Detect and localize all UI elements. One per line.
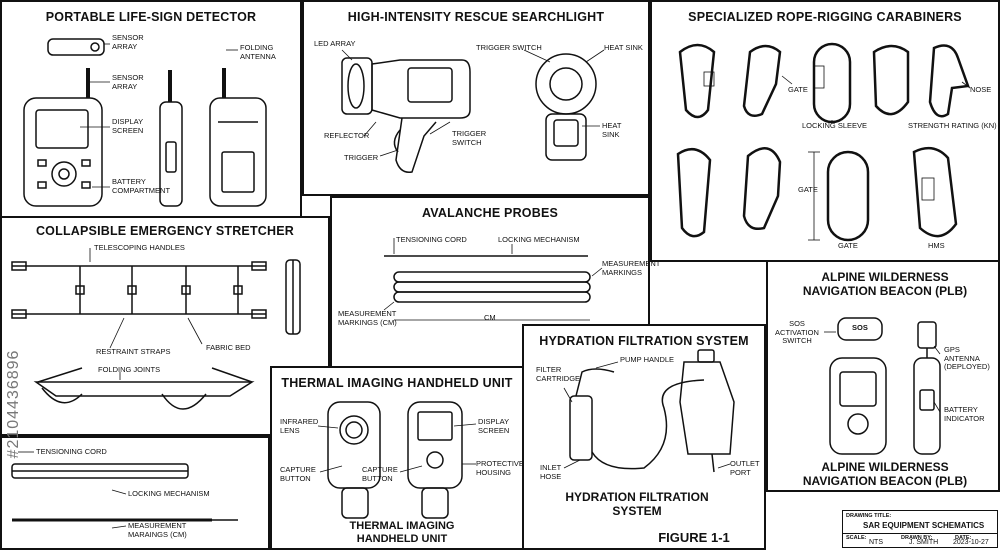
probe-detail-drawing [11,451,238,529]
label-display-screen: DISPLAY SCREEN [112,117,144,135]
label-heat-sink: HEAT SINK [604,43,643,52]
sos-button-text: SOS [852,323,868,332]
figure-label: FIGURE 1-1 [658,530,730,545]
label-gate: GATE [788,85,808,94]
date-value: 2023-10-27 [953,539,989,546]
label-filter-cartridge: FILTER CARTRIDGE [536,365,581,383]
label-battery-compartment: BATTERY COMPARTMENT [112,177,171,195]
label-scale: SCALE: [846,535,867,541]
thermal-caption: THERMAL IMAGING HANDHELD UNIT [349,520,455,545]
label-folding-joints: FOLDING JOINTS [98,365,161,374]
drawn-by-value: J. SMITH [909,539,939,546]
label-trigger-switch: TRIGGER SWITCH [476,43,542,52]
panel-title: SPECIALIZED ROPE-RIGGING CARABINERS [688,10,962,24]
avalanche-drawing [383,238,603,321]
label-date: DATE: [955,535,972,541]
label-nose: NOSE [970,85,992,94]
label-sensor-array: SENSOR ARRAY [112,33,144,51]
label-reflector: REFLECTOR [324,131,370,140]
searchlight-drawing [341,49,605,173]
label-trigger-switch: TRIGGER SWITCH [452,129,487,147]
carabiners-drawing [676,42,971,242]
stretcher-drawing [11,248,301,410]
panel-title: THERMAL IMAGING HANDHELD UNIT [281,376,513,390]
label-locking-mechanism: LOCKING MECHANISM [498,235,580,244]
panel-title: AVALANCHE PROBES [421,206,559,220]
label-telescoping-handles: TELESCOPING HANDLES [94,243,185,252]
scale-value: NTS [869,539,883,546]
panel-life-sign-detector: PORTABLE LIFE-SIGN DETECTOR SENS [0,0,302,218]
label-protective-housing: PROTECTIVE HOUSING [476,459,524,477]
label-measurement-cm: MEASUREMENT MARKINGS (CM) [338,309,397,327]
label-locking-mechanism: LOCKING MECHANISM [128,489,210,498]
label-sos-activation-switch: SOS ACTIVATION SWITCH [775,319,819,345]
panel-hydration-filtration: HYDRATION FILTRATION SYSTEM FILTER CARTR… [522,324,766,550]
hydration-caption: HYDRATION FILTRATION SYSTEM [565,490,709,518]
life-sign-drawing [23,38,267,207]
thermal-drawing [317,401,477,519]
label-battery-indicator: BATTERY INDICATOR [944,405,985,423]
panel-title: COLLAPSIBLE EMERGENCY STRETCHER [35,224,295,238]
label-drawn-by: DRAWN BY: [901,535,933,541]
panel-alpine-beacon: ALPINE WILDERNESS NAVIGATION BEACON (PLB… [766,260,1000,492]
label-outlet-port: OUTLET PORT [730,459,760,477]
label-folding-antenna: FOLDING ANTENNA [240,43,276,61]
label-measurement-markings: MEASUREMENT MARKINGS [602,259,661,277]
label-strength-rating: STRENGTH RATING (KN) [908,121,997,130]
label-infrared-lens: INFRARED LENS [280,417,319,435]
panel-title: HIGH-INTENSITY RESCUE SEARCHLIGHT [347,10,605,24]
watermark-text: #2104436896 [5,349,22,459]
hydration-drawing [563,349,735,473]
label-gps-antenna: GPS ANTENNA (DEPLOYED) [944,345,990,371]
panel-title: PORTABLE LIFE-SIGN DETECTOR [45,10,257,24]
label-capture-button: CAPTURE BUTTON [280,465,316,483]
panel-thermal-imaging: THERMAL IMAGING HANDHELD UNIT INFRARED L… [270,366,524,550]
label-gate: GATE [798,185,818,194]
label-led-array: LED ARRAY [314,39,356,48]
watermark: #2104436896 [4,280,26,530]
label-measurement-markings: MEASUREMENT MARAINGS (CM) [128,521,187,539]
drawing-title: SAR EQUIPMENT SCHEMATICS [863,521,985,530]
beacon-caption: ALPINE WILDERNESS NAVIGATION BEACON (PLB… [802,460,968,488]
label-gate: GATE [838,241,858,250]
label-tensioning-cord: TENSIONING CORD [36,447,107,456]
title-block: DRAWING TITLE: SAR EQUIPMENT SCHEMATICS … [842,510,998,548]
panel-carabiners: SPECIALIZED ROPE-RIGGING CARABINERS GATE… [650,0,1000,262]
label-inlet-hose: INLET HOSE [540,463,562,481]
label-capture-button: CAPTURE BUTTON [362,465,398,483]
beacon-drawing [824,317,941,455]
label-display-screen: DISPLAY SCREEN [478,417,510,435]
label-trigger: TRIGGER [344,153,379,162]
label-hms: HMS [928,241,945,250]
panel-title: ALPINE WILDERNESS NAVIGATION BEACON (PLB… [802,270,968,298]
label-sensor-array: SENSOR ARRAY [112,73,144,91]
label-tensioning-cord: TENSIONING CORD [396,235,467,244]
label-fabric-bed: FABRIC BED [206,343,251,352]
label-pump-handle: PUMP HANDLE [620,355,675,364]
panel-rescue-searchlight: HIGH-INTENSITY RESCUE SEARCHLIGHT LED AR… [302,0,650,196]
panel-title: HYDRATION FILTRATION SYSTEM [539,334,749,348]
label-drawing-title: DRAWING TITLE: [846,513,892,519]
label-heat-sink: HEAT SINK [602,121,622,139]
panel-probe-detail: TENSIONING CORD LOCKING MECHANISM MEASUR… [0,436,270,550]
label-restraint-straps: RESTRAINT STRAPS [96,347,171,356]
label-locking-sleeve: LOCKING SLEEVE [802,121,868,130]
label-cm: CM [484,313,496,322]
